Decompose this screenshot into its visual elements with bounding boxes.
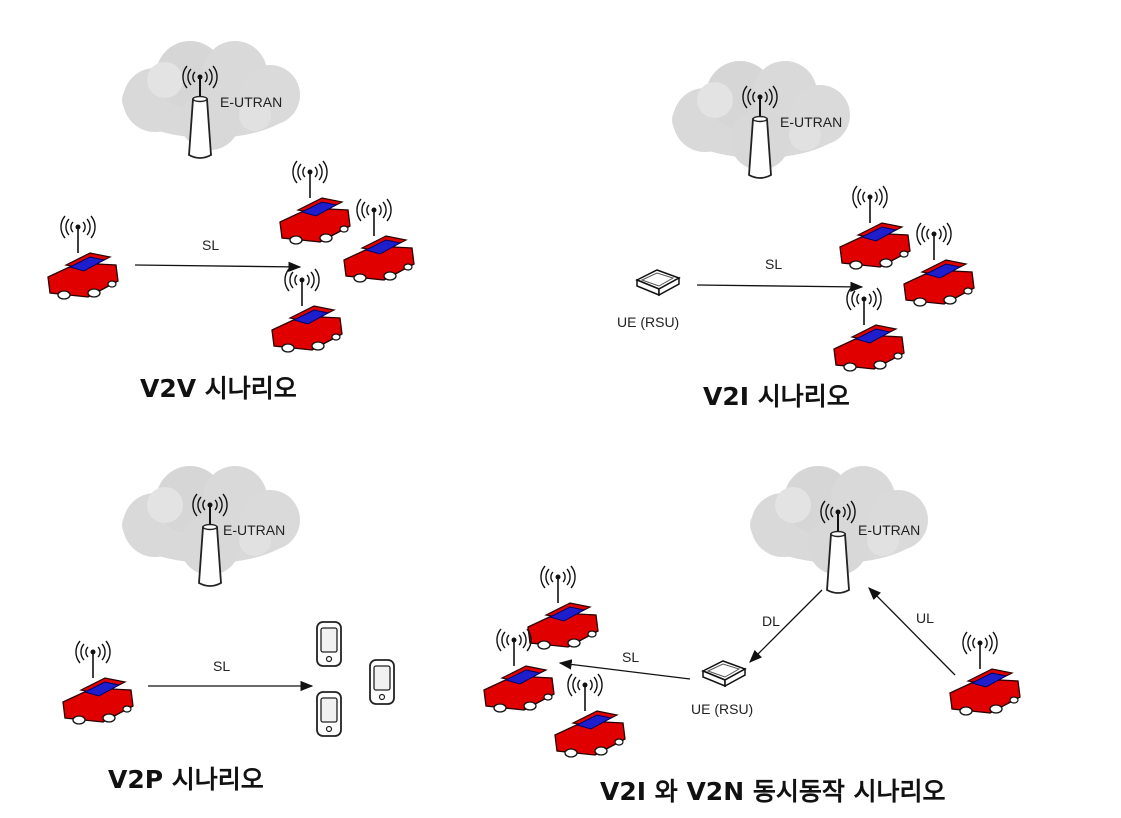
v2i-v2n-scenario: E-UTRAN UE (RSU) DL UL SL V2I 와 V2N 동시동작… — [484, 466, 1020, 806]
car-icon — [904, 223, 974, 306]
scenario-title: V2V 시나리오 — [140, 374, 297, 403]
v2i-scenario: E-UTRAN UE (RSU) SL V2I 시나리오 — [617, 61, 974, 411]
phone-icon — [316, 621, 342, 667]
rsu-label: UE (RSU) — [617, 314, 679, 330]
car-icon — [950, 632, 1020, 715]
car-icon — [840, 186, 910, 269]
rsu-icon — [702, 660, 746, 687]
car-icon — [834, 288, 904, 371]
phone-icon — [316, 691, 342, 737]
network-label: E-UTRAN — [223, 522, 285, 538]
rsu-icon — [636, 269, 680, 296]
car-icon — [272, 269, 342, 352]
sidelink-arrow — [558, 659, 691, 680]
sidelink-arrow — [134, 261, 302, 273]
car-icon — [344, 199, 414, 282]
sidelink-label: SL — [765, 256, 782, 272]
car-icon — [280, 161, 350, 244]
sidelink-label: SL — [622, 649, 639, 665]
car-icon — [63, 641, 133, 724]
network-label: E-UTRAN — [220, 94, 282, 110]
scenario-title: V2I 시나리오 — [703, 382, 850, 411]
uplink-label: UL — [916, 610, 934, 626]
network-label: E-UTRAN — [858, 522, 920, 538]
v2p-scenario: E-UTRAN SL V2P 시나리오 — [63, 466, 395, 794]
car-icon — [555, 674, 625, 757]
phone-icon — [369, 659, 395, 705]
car-icon — [48, 216, 118, 299]
scenario-title: V2P 시나리오 — [108, 765, 264, 794]
network-label: E-UTRAN — [780, 114, 842, 130]
car-icon — [528, 566, 598, 649]
downlink-label: DL — [762, 613, 780, 629]
uplink-arrow — [868, 587, 956, 676]
v2v-scenario: E-UTRAN SL V2V 시나리오 — [48, 41, 414, 403]
downlink-arrow — [749, 589, 823, 663]
rsu-label: UE (RSU) — [691, 701, 753, 717]
sidelink-label: SL — [213, 658, 230, 674]
sidelink-arrow — [696, 281, 864, 293]
sidelink-label: SL — [202, 237, 219, 253]
scenario-title: V2I 와 V2N 동시동작 시나리오 — [600, 777, 946, 806]
